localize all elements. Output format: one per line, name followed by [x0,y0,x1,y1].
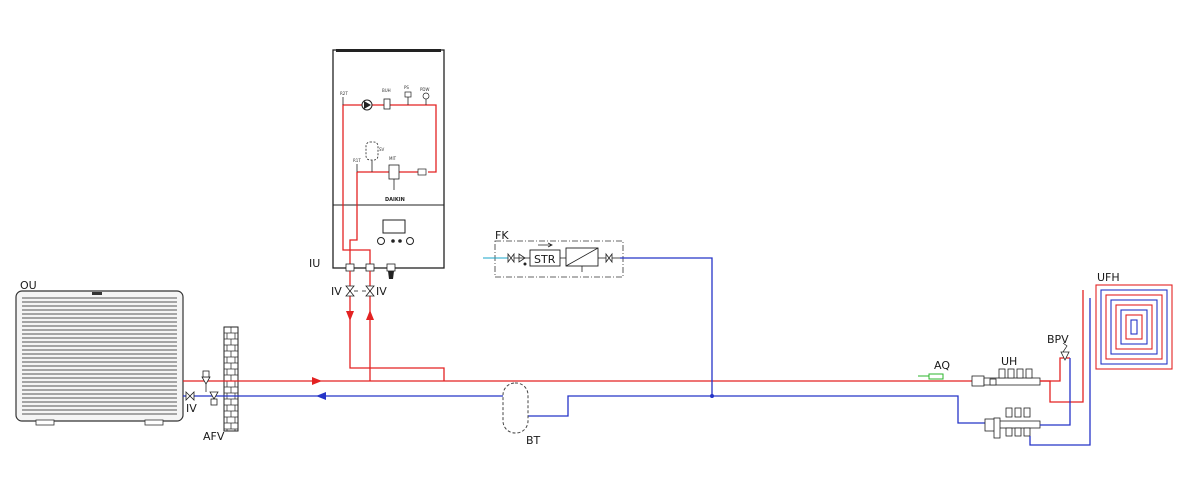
sensor-label-buh: BUH [382,88,391,93]
arrow-down-icon [346,311,354,321]
ui-button-right-icon [406,237,414,245]
antifreeze-valve-group [185,370,219,406]
outdoor-unit-grille [22,297,177,415]
pressure-sensor-icon [404,91,412,98]
valve-port-icon [1014,427,1022,437]
sensor-label-ps: PS [404,85,409,90]
buffer-tank [502,382,529,434]
label-ufh: UFH [1097,271,1120,284]
label-iv-mid: IV [376,285,387,298]
antifreeze-valve-icon [209,391,219,400]
ufh-loop [1110,299,1158,355]
valve-port-icon [1023,427,1031,437]
check-valve-icon [518,253,526,263]
isolation-valve-icon [345,285,355,297]
filter-kit: STR [483,240,714,398]
flow-meter-icon [1016,368,1024,379]
label-uh: UH [1001,355,1017,368]
filter-kit-valve-icon [605,252,613,264]
ufh-loop [1115,304,1153,350]
sensor-label-mit: MIT [389,156,397,161]
outdoor-unit [15,290,184,426]
valve-port-icon [1005,427,1013,437]
ui-button-icon [398,239,402,243]
ufh-loop [1100,289,1168,365]
manifold-inlet-icon [971,375,985,387]
isolation-valves-iu [345,285,375,297]
bypass-valve [1060,342,1070,361]
filter-kit-valve-icon [507,252,515,264]
outdoor-unit-foot-right [144,419,164,426]
backup-heater-icon [383,98,391,110]
arrow-up-icon [366,310,374,320]
flow-sensor-icon [417,168,427,176]
label-str: STR [534,253,556,266]
ui-button-icon [391,239,395,243]
manifold-return-inlet-icon [984,418,996,432]
ufh-coil [1095,284,1173,370]
brick-wall [223,326,239,432]
actuator-icon [1005,407,1013,418]
drain-icon [388,271,394,279]
pipe-ufh-supply [1040,290,1084,403]
outdoor-unit-logo-icon [92,292,102,295]
daikin-logo: DAIKIN [385,197,405,203]
label-bpv: BPV [1047,333,1069,346]
actuator-icon [1023,407,1031,418]
flow-direction-icon [538,242,553,248]
manifold-port-icon [989,378,997,386]
pipe-junction-icon [710,394,714,398]
label-iu: IU [309,257,320,270]
flow-meter-icon [998,368,1006,379]
outdoor-unit-foot-left [35,419,55,426]
label-iv-right: IV [186,402,197,415]
pipe-ufh-bypass-return [1040,358,1071,426]
manifold-pump-icon [993,417,1001,439]
ufh-loop [1105,294,1163,360]
label-aq: AQ [934,359,950,372]
label-afv: AFV [203,430,225,443]
arrow-left-icon [316,392,326,400]
pipe-filter-kit-outlet [620,257,713,396]
label-bt: BT [526,434,541,447]
label-iv-left: IV [331,285,342,298]
actuator-icon [1014,407,1022,418]
ui-button-left-icon [377,237,385,245]
label-fk: FK [495,229,509,242]
pipe-ufh-return [1029,298,1091,446]
indoor-unit-display [382,219,406,234]
sensor-label-r1t: R1T [353,158,361,163]
aq-sensor-icon [928,373,944,380]
arrow-right-icon [312,377,322,385]
sensor-label-sv: SV [379,147,385,152]
sensor-label-pdw: PDW [420,87,429,92]
iu-connection-icon [365,263,375,272]
ufh-manifold [971,290,1091,446]
mixing-valve-icon [388,164,400,180]
pipe-return-to-manifold [528,395,985,424]
isolation-valve-icon [185,391,195,401]
isolation-valve-icon [365,285,375,297]
indoor-unit: R2T BUH PS PDW R1T SV MIT DAIKIN [332,49,445,279]
label-ou: OU [20,279,37,292]
flow-meter-icon [1025,368,1033,379]
ufh-loop [1130,319,1138,335]
iu-connection-icon [345,263,355,272]
ufh-loop [1120,309,1148,345]
flow-meter-icon [1007,368,1015,379]
bypass-valve-icon [1060,351,1070,361]
iu-connection-icon [386,263,396,272]
ufh-loop [1125,314,1143,340]
sensor-label-r2t: R2T [340,91,348,96]
pressure-gauge-icon [422,92,430,100]
pipe-iu-return-flow [349,271,445,381]
